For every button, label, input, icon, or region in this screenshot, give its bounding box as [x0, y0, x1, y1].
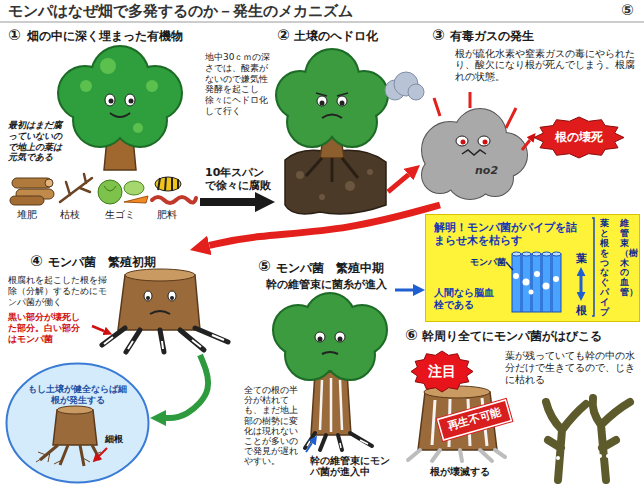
healthy-soil-ellipse: もし土壌が健全ならば細根が発生する細根: [5, 362, 150, 484]
burst-outline: [411, 351, 473, 392]
step-number: ⑤: [258, 257, 271, 275]
flow-arrow: [209, 205, 440, 245]
part-label: 葉: [576, 252, 587, 265]
step-heading: 畑の中に深く埋まった有機物: [27, 29, 183, 43]
note-text: 地中30ｃｍの深さでは、酸素がないので嫌気性発酵を起こし徐々にヘドロ化して行く: [205, 52, 271, 117]
body-text: 葉が残っていても幹の中の水分だけで生きてるので、じきに枯れる: [505, 350, 636, 386]
warning-burst: 根の壊死: [533, 116, 625, 159]
step-heading: 有毒ガスの発生: [450, 29, 534, 43]
flow-arrow: [395, 288, 413, 291]
flow-arrow: [166, 355, 208, 418]
step-heading: モンパ菌 繁殖中期: [276, 261, 384, 275]
healthy-soil-ellipse-shape: [5, 362, 150, 484]
vertical-text: 維管束（樹木の血管）: [620, 219, 629, 298]
step-number: ③: [432, 26, 445, 44]
warning-sign: 再生不可能: [439, 401, 511, 439]
gas-label: no2: [475, 164, 498, 177]
note-text: 黒い部分が壊死した部分。白い部分はモンパ菌: [8, 312, 88, 344]
step-number: ①: [8, 26, 21, 44]
part-label: 幹の維管束にモンパ菌が進入中: [310, 455, 392, 478]
part-label: モンパ菌: [470, 257, 506, 268]
step-heading: 幹周り全てにモンパ菌がはびこる: [422, 329, 602, 343]
item-label: 堆肥: [17, 209, 37, 221]
diagram-title: モンパはなぜ畑で多発するのか－発生のメカニズム: [8, 2, 353, 20]
stage-panel: ④ モンパ菌 繁殖初期根腐れを起こした根を掃除（分解）するためにモンパ菌が働く黒い…: [5, 250, 235, 355]
edge-label: 10年スパンで徐々に腐敗: [205, 166, 275, 192]
step-heading: モンパ菌 繁殖初期: [48, 255, 156, 269]
step-subheading: 幹の維管束に菌糸が進入: [266, 278, 387, 291]
burst-text: 注目: [428, 363, 456, 380]
stage-panel: ⑥ 幹周り全てにモンパ菌がはびこる葉が残っていても幹の中の水分だけで生きてるので、…: [400, 325, 640, 485]
stage-panel: ⑤ モンパ菌 繁殖中期幹の維管束に菌糸が進入全ての根の半分が枯れても、まだ地上部の…: [240, 255, 395, 485]
step-number: ②: [277, 26, 290, 44]
title-rule: [0, 22, 644, 23]
item-label: 生ゴミ: [105, 209, 135, 221]
note-text: 全ての根の半分が枯れても、まだ地上部の樹勢に変化は現れないことが多いので発見が遅…: [244, 385, 302, 467]
ellipse-outline: [7, 364, 149, 483]
burst-outline: [534, 117, 624, 158]
dead-trees: [546, 398, 630, 480]
weakening-tree: [277, 50, 424, 214]
stage-panel: ② 土壌のヘドロ化: [275, 24, 388, 235]
part-label: 根: [576, 304, 587, 317]
vascular-pipes: [425, 214, 640, 322]
step-number: ⑥: [405, 326, 418, 344]
explanation-box: 解明！モンパ菌がパイプを詰まらせ木を枯らす人間なら脳血栓である モンパ菌 葉根 維管束…: [425, 214, 640, 322]
part-label: 細根: [105, 434, 123, 445]
sign-text: 再生不可能: [446, 406, 503, 434]
step-number: ④: [30, 252, 43, 270]
flow-arrow: [200, 198, 255, 206]
stage-panel: ① 畑の中に深く埋まった有機物最初はまだ腐っていないので地上の葉は元気である堆肥 枯…: [5, 24, 200, 228]
attention-burst: 注目: [410, 350, 474, 393]
healthy-soil-scene: [6, 363, 149, 483]
part-label: 根が壊滅する: [430, 466, 490, 478]
item-label: 肥料: [157, 209, 177, 221]
vertical-text: 葉と根をつなぐパイプ: [600, 219, 609, 318]
burst-text: 根の壊死: [555, 130, 603, 144]
note-text: 最初はまだ腐っていないので地上の葉は元気である: [8, 120, 64, 163]
page-number: ⑤: [621, 1, 634, 19]
box-heading: 解明！モンパ菌がパイプを詰まらせ木を枯らす: [434, 221, 579, 247]
item-label: 枯枝: [60, 209, 80, 221]
step-heading: 土壌のヘドロ化: [294, 29, 378, 43]
note-text: もし土壌が健全ならば細根が発生する: [27, 384, 128, 406]
healthy-tree: [59, 47, 181, 170]
body-text: 根が硫化水素や窒素ガスの毒にやられたり、酸欠になり根が死んでしまう。根腐れの状態…: [455, 48, 637, 82]
note-text: 人間なら脳血栓である: [434, 287, 498, 311]
flow-arrow: [388, 175, 409, 192]
stage-panel: ③ 有毒ガスの発生根が硫化水素や窒素ガスの毒にやられたり、酸欠になり根が死んでしま…: [420, 24, 640, 205]
organic-matter: [10, 174, 196, 205]
body-text: 根腐れを起こした根を掃除（分解）するためにモンパ菌が働く: [8, 275, 108, 307]
toxic-gas-cloud: [422, 92, 530, 199]
infected-stump: [92, 269, 228, 352]
